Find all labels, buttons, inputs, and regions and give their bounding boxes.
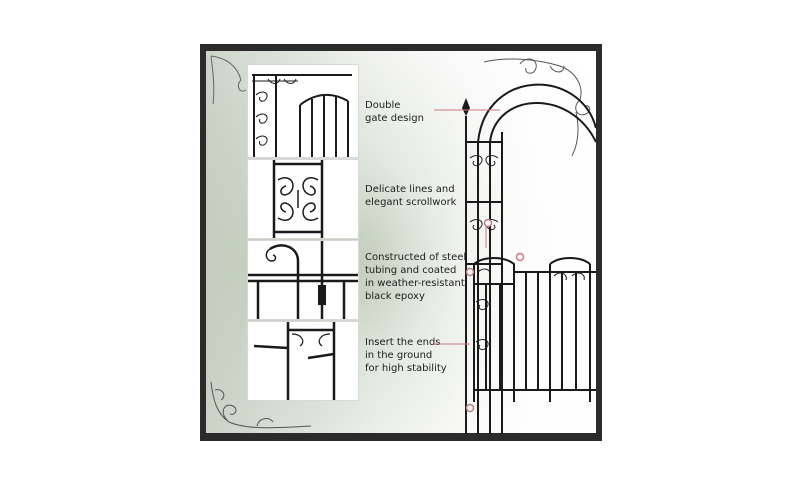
scrollwork-detail-icon bbox=[272, 160, 324, 238]
finial-icon bbox=[462, 98, 470, 116]
feature-label-scrollwork: Delicate lines and elegant scrollwork bbox=[365, 184, 457, 208]
ground-stakes-detail-icon bbox=[253, 322, 336, 400]
feature-label-double-gate: Double gate design bbox=[365, 100, 424, 124]
corner-scroll-bottom-left-icon bbox=[210, 381, 312, 429]
thumbnail-double-gate bbox=[247, 64, 359, 158]
corner-scroll-top-left-icon bbox=[210, 55, 247, 105]
corner-scroll-top-right-icon bbox=[483, 58, 591, 157]
double-gate-detail-icon bbox=[252, 74, 352, 157]
callout-marker-frame bbox=[465, 267, 475, 277]
steel-tubing-detail-icon bbox=[248, 241, 358, 319]
hinge-icon bbox=[318, 285, 326, 305]
callout-marker-tubing bbox=[515, 252, 525, 262]
thumbnail-steel-tubing bbox=[247, 240, 359, 320]
callout-lines bbox=[434, 109, 525, 413]
callout-marker-stakes bbox=[465, 403, 475, 413]
thumbnail-scrollwork bbox=[247, 159, 359, 239]
feature-label-ground-stakes: Insert the ends in the ground for high s… bbox=[365, 337, 447, 374]
feature-label-steel-tubing: Constructed of steel tubing and coated i… bbox=[365, 252, 467, 302]
thumbnail-ground-stakes bbox=[247, 321, 359, 401]
callout-marker-scrollwork bbox=[483, 218, 493, 228]
garden-arch-gate-illustration bbox=[462, 83, 596, 434]
